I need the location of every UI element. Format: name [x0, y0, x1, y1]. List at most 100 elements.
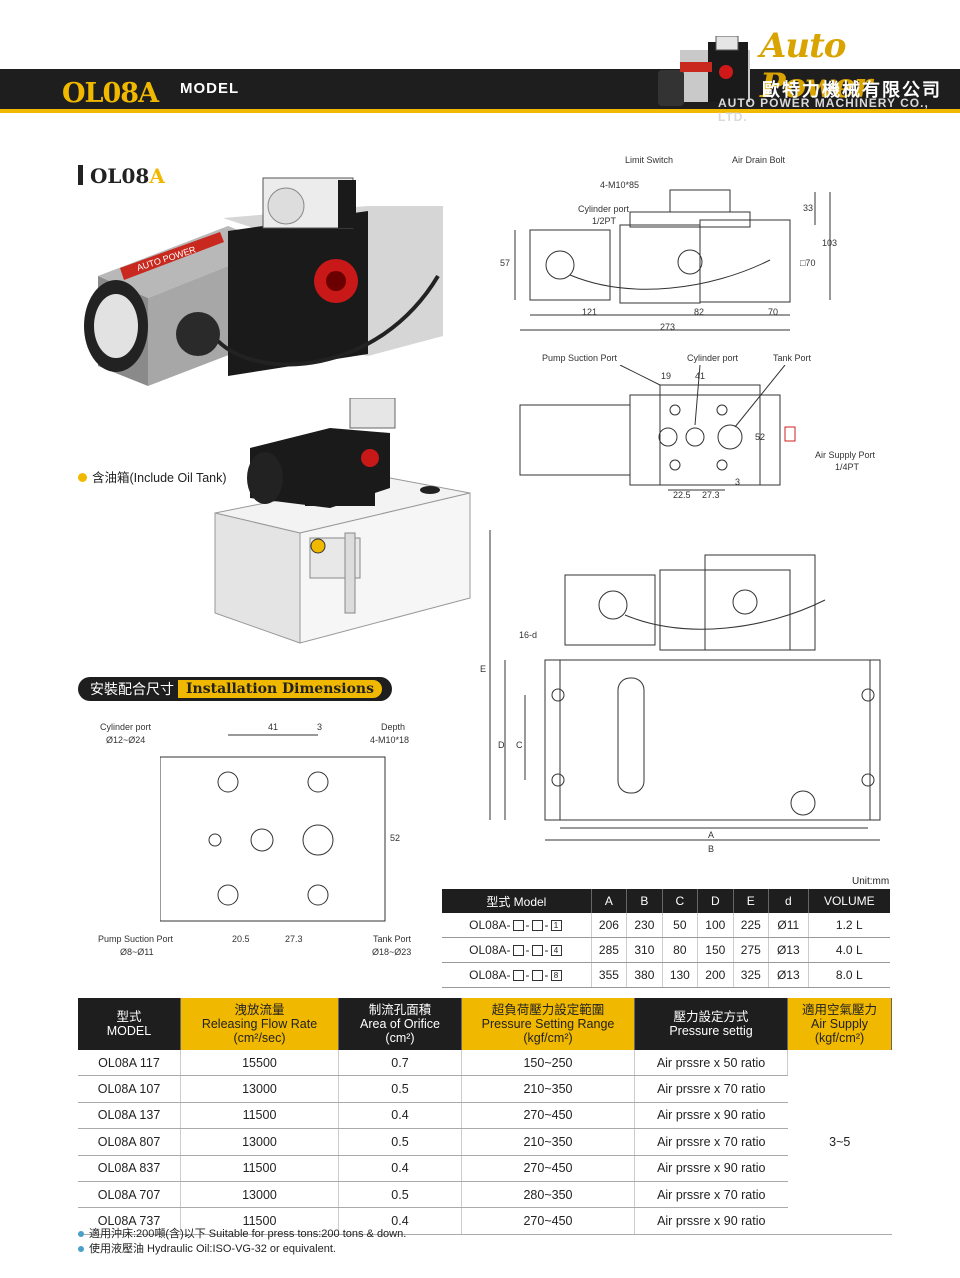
- unit-mm: Unit:mm: [852, 876, 890, 887]
- model-cell: OL08A---4: [442, 937, 592, 963]
- table-row: OL08A 837 11500 0.4 270~450 Air prssre x…: [78, 1155, 892, 1182]
- col-c: C: [662, 889, 699, 913]
- tank-view-drawing: [489, 530, 881, 841]
- installation-drawing: [160, 734, 386, 922]
- installation-title: 安裝配合尺寸 Installation Dimensions: [78, 677, 392, 701]
- dim-inst-52: 52: [390, 833, 401, 843]
- dim-52: 52: [755, 432, 766, 442]
- section-title: OL08A: [90, 164, 165, 188]
- bullet-icon: [78, 473, 87, 482]
- dim-121: 121: [582, 307, 598, 317]
- col-volume: VOLUME: [808, 889, 890, 913]
- dim-inst-27-3: 27.3: [285, 934, 303, 944]
- col-b: B: [626, 889, 663, 913]
- brand-logo: Auto Power: [760, 26, 872, 106]
- dim-22-5: 22.5: [673, 490, 691, 500]
- bullet-icon: [78, 1231, 84, 1237]
- dim-B: B: [708, 844, 715, 854]
- product-image-tank: [214, 398, 471, 644]
- table-row: OL08A---8 355 380 130 200 325 Ø13 8.0 L: [442, 962, 890, 988]
- table-row: OL08A 117 15500 0.7 150~250 Air prssre x…: [78, 1050, 892, 1235]
- dim-41: 41: [695, 371, 706, 381]
- label-air-drain: Air Drain Bolt: [732, 155, 786, 165]
- label-cylinder-port: Cylinder port: [687, 353, 739, 363]
- label-tank-port: Tank Port: [773, 353, 812, 363]
- label-air-supply-size: 1/4PT: [835, 462, 860, 472]
- dim-E: E: [480, 664, 487, 674]
- label-inst-tank-size: Ø18~Ø23: [372, 947, 412, 957]
- tank-dimension-table: 型式 Model A B C D E d VOLUME OL08A---1 20…: [442, 889, 890, 988]
- table-row: OL08A 737 11500 0.4 270~450 Air prssre x…: [78, 1207, 892, 1235]
- dim-82: 82: [694, 307, 705, 317]
- table-row: OL08A 107 13000 0.5 210~350 Air prssre x…: [78, 1075, 892, 1103]
- table-row: OL08A 137 11500 0.4 270~450 Air prssre x…: [78, 1102, 892, 1130]
- dim-70: 70: [768, 307, 779, 317]
- model-cell: OL08A---1: [442, 913, 592, 938]
- dim-inst-3: 3: [317, 722, 323, 732]
- header-bar: [0, 69, 960, 109]
- dim-70sq: □70: [800, 258, 816, 268]
- col-model: 型式 Model: [442, 889, 592, 913]
- label-cyl-size: 1/2PT: [592, 216, 617, 226]
- label-inst-depth-size: 4-M10*18: [370, 735, 410, 745]
- note-press-tons: 適用沖床:200噸(含)以下 Suitable for press tons:2…: [78, 1225, 406, 1241]
- header-product-image: [658, 36, 750, 106]
- model-cell: OL08A---8: [442, 962, 592, 988]
- air-supply-cell: 3~5: [787, 1050, 892, 1235]
- installation-title-cn: 安裝配合尺寸: [90, 681, 174, 697]
- col-dia: d: [768, 889, 809, 913]
- col-e: E: [733, 889, 770, 913]
- dim-3: 3: [735, 477, 741, 487]
- dim-19: 19: [661, 371, 672, 381]
- dim-D: D: [498, 740, 505, 750]
- label-inst-tank: Tank Port: [373, 934, 412, 944]
- table-row: OL08A---1 206 230 50 100 225 Ø11 1.2 L: [442, 913, 890, 938]
- bullet-icon: [78, 1246, 84, 1252]
- label-cyl-port: Cylinder port: [578, 204, 630, 214]
- table-row: OL08A 707 13000 0.5 280~350 Air prssre x…: [78, 1181, 892, 1209]
- label-16-d: 16-d: [519, 630, 538, 640]
- label-inst-pump: Pump Suction Port: [98, 934, 174, 944]
- dim-273: 273: [660, 322, 676, 332]
- section-title-main: OL08: [90, 164, 150, 188]
- table-header-row: 型式 Model A B C D E d VOLUME: [442, 889, 890, 913]
- ports-view-drawing: [519, 365, 796, 491]
- header-accent-line: [0, 109, 960, 113]
- note-hydraulic-oil: 使用液壓油 Hydraulic Oil:ISO-VG-32 or equival…: [78, 1240, 336, 1256]
- company-name-en: AUTO POWER MACHINERY CO., LTD.: [718, 96, 929, 124]
- dim-33: 33: [803, 203, 814, 213]
- dim-103: 103: [822, 238, 838, 248]
- company-name-cn: 歐特力機械有限公司: [762, 80, 942, 100]
- product-image-unit: AUTO POWER: [84, 177, 443, 386]
- label-air-supply: Air Supply Port: [815, 450, 876, 460]
- dim-inst-41: 41: [268, 722, 279, 732]
- col-d: D: [697, 889, 734, 913]
- model-title: OL08A: [62, 78, 159, 109]
- model-suffix: MODEL: [180, 80, 240, 97]
- installation-title-en: Installation Dimensions: [178, 680, 382, 698]
- table-row: OL08A 807 13000 0.5 210~350 Air prssre x…: [78, 1128, 892, 1156]
- label-inst-cyl-size: Ø12~Ø24: [106, 735, 146, 745]
- table-row: OL08A---4 285 310 80 150 275 Ø13 4.0 L: [442, 937, 890, 963]
- label-pump-suction: Pump Suction Port: [542, 353, 618, 363]
- side-view-drawing: [514, 189, 831, 331]
- label-m10: 4-M10*85: [600, 180, 640, 190]
- dim-inst-20-5: 20.5: [232, 934, 250, 944]
- dim-A: A: [708, 830, 715, 840]
- label-inst-pump-size: Ø8~Ø11: [120, 947, 154, 957]
- col-a: A: [591, 889, 628, 913]
- dim-27-3: 27.3: [702, 490, 720, 500]
- dim-C: C: [516, 740, 523, 750]
- oil-tank-label: 含油箱(Include Oil Tank): [78, 467, 227, 486]
- dim-57: 57: [500, 258, 511, 268]
- section-marker: [78, 165, 83, 185]
- label-limit-switch: Limit Switch: [625, 155, 674, 165]
